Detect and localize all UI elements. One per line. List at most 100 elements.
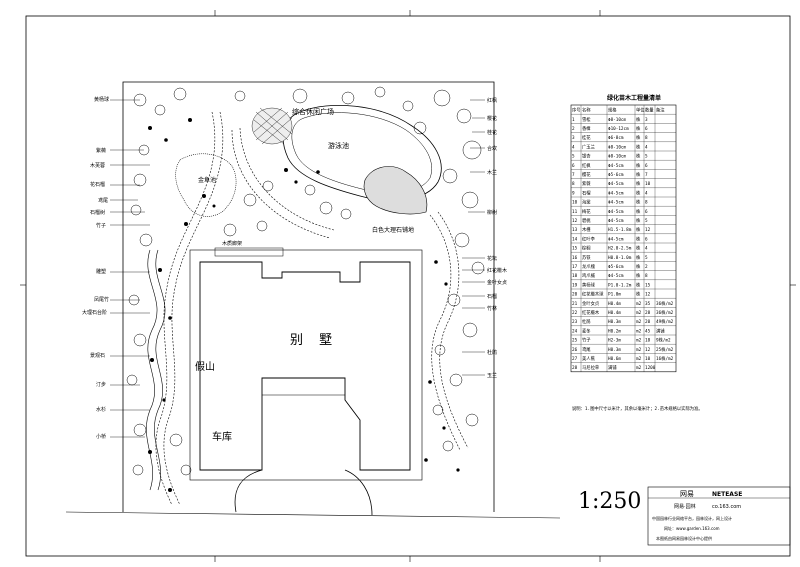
table-cell: m2 xyxy=(636,301,642,307)
table-cell: Φ6-8cm xyxy=(608,135,624,141)
table-cell: 8 xyxy=(645,135,648,141)
table-cell: 2 xyxy=(645,264,648,270)
table-cell: Φ8-10cm xyxy=(608,154,627,160)
table-cell: 13 xyxy=(572,227,578,233)
table-cell: m2 xyxy=(636,365,642,371)
left-leaders xyxy=(110,99,150,438)
plant-label: 竹子 xyxy=(96,222,106,229)
table-cell: 28 xyxy=(572,365,578,371)
plant-label: 木兰 xyxy=(487,169,497,176)
flower-path-label: 白色大理石铺地 xyxy=(372,226,414,234)
plant-label: 鸢尾 xyxy=(98,197,108,204)
table-cell: 株 xyxy=(636,235,641,242)
table-cell: H0.4m xyxy=(608,301,621,307)
table-cell: 株 xyxy=(636,153,641,160)
scale-label: 1:250 xyxy=(578,489,641,514)
table-cell: 广玉兰 xyxy=(582,143,596,150)
table-cell: Φ4-5cm xyxy=(608,200,624,206)
plant-label: 水杉 xyxy=(96,406,106,413)
stepping-path-left xyxy=(155,111,224,506)
plant-label: 雕塑 xyxy=(96,268,106,275)
table-cell: 株 xyxy=(636,208,641,215)
gallery-label: 木质廊架 xyxy=(222,240,242,247)
table-cell: 20 xyxy=(572,292,578,298)
plant-label: 凤尾竹 xyxy=(94,296,109,303)
plant-label: 石榴 xyxy=(487,293,497,300)
right-plant-labels: 红枫 樱花 桂花 合欢 木兰 柳树 花坛 红花檵木 金叶女贞 石榴 竹林 杜鹃 … xyxy=(487,97,507,379)
table-cell: 5 xyxy=(572,154,575,160)
table-cell: m2 xyxy=(636,328,642,334)
plant-label: 桂花 xyxy=(487,129,497,136)
table-cell: 麦冬 xyxy=(582,327,591,334)
table-cell: 2 xyxy=(572,126,575,132)
pool-label: 游泳池 xyxy=(328,141,349,150)
table-cell: 5 xyxy=(645,218,648,224)
table-cell: m2 xyxy=(636,338,642,344)
company-en: NETEASE xyxy=(712,491,742,498)
table-cell: 香樟 xyxy=(582,125,591,132)
table-cell: Φ8-10cm xyxy=(608,144,627,150)
table-cell: 7 xyxy=(572,172,575,178)
table-cell: 金叶女贞 xyxy=(582,300,599,307)
table-cell: H0.3m xyxy=(608,347,621,353)
table-cell: 马尼拉草 xyxy=(582,364,600,371)
plant-label: 竹林 xyxy=(487,305,497,312)
table-cell: 红叶李 xyxy=(582,235,596,242)
table-cell: H2-3m xyxy=(608,338,621,344)
table-cell: 10 xyxy=(645,356,651,362)
table-cell: m2 xyxy=(636,347,642,353)
table-title: 绿化苗木工程量清单 xyxy=(607,94,661,102)
table-cell: 15 xyxy=(645,282,651,288)
table-cell: 28 xyxy=(645,310,651,316)
table-cell: 3 xyxy=(645,117,648,123)
table-cell: H0.6m xyxy=(608,356,621,362)
table-cell: 6 xyxy=(645,163,648,169)
table-cell: 梅花 xyxy=(582,208,591,215)
table-cell: P1.0m xyxy=(608,292,621,298)
table-cell: 49株/m2 xyxy=(656,318,674,325)
plant-label: 汀步 xyxy=(96,381,106,388)
plant-label: 黄杨球 xyxy=(94,96,109,103)
sheet-border xyxy=(25,15,791,557)
villa-footprint xyxy=(199,261,411,471)
table-cell: 株 xyxy=(636,189,641,196)
left-wavy-stone-path xyxy=(146,249,166,491)
table-cell: 45 xyxy=(645,328,651,334)
table-cell: H0.4m xyxy=(608,310,621,316)
table-cell: 8 xyxy=(572,181,575,187)
site-bottom-line xyxy=(65,511,561,519)
table-cell: 25株/m2 xyxy=(656,346,674,353)
table-cell: 株 xyxy=(636,291,641,298)
rockery-label: 假山 xyxy=(195,360,215,373)
table-cell: 6 xyxy=(572,163,575,169)
table-cell: 5 xyxy=(645,255,648,261)
stone-plaza xyxy=(363,166,428,215)
right-leaders xyxy=(462,99,485,376)
table-cell: 鸢尾 xyxy=(582,346,591,353)
lawn-grid xyxy=(251,107,293,145)
villa-outer xyxy=(189,249,423,481)
table-cell: 株 xyxy=(636,116,641,123)
table-header-cell: 序号 xyxy=(572,107,581,114)
table-cell: 株 xyxy=(636,226,641,233)
table-cell: 株 xyxy=(636,171,641,178)
table-cell: 株 xyxy=(636,254,641,261)
garage-label: 车库 xyxy=(212,430,232,443)
table-cell: 龙爪槐 xyxy=(582,263,596,270)
table-cell: 美人蕉 xyxy=(582,355,596,362)
table-cell: 银杏 xyxy=(582,153,591,160)
table-cell: 4 xyxy=(645,246,648,252)
table-cell: 6 xyxy=(645,126,648,132)
table-cell: H0.3m xyxy=(608,319,621,325)
table-cell: H0.2m xyxy=(608,328,621,334)
table-cell: 18 xyxy=(645,338,651,344)
table-cell: 8 xyxy=(645,273,648,279)
table-cell: m2 xyxy=(636,356,642,362)
table-cell: 杜鹃 xyxy=(582,318,591,325)
table-cell: Φ4-5cm xyxy=(608,163,624,169)
plant-label: 玉兰 xyxy=(487,372,497,379)
table-cell: 6 xyxy=(645,236,648,242)
table-cell: 竹子 xyxy=(582,337,591,344)
table-cell: 桂花 xyxy=(582,134,591,141)
table-cell: 14 xyxy=(572,236,578,242)
